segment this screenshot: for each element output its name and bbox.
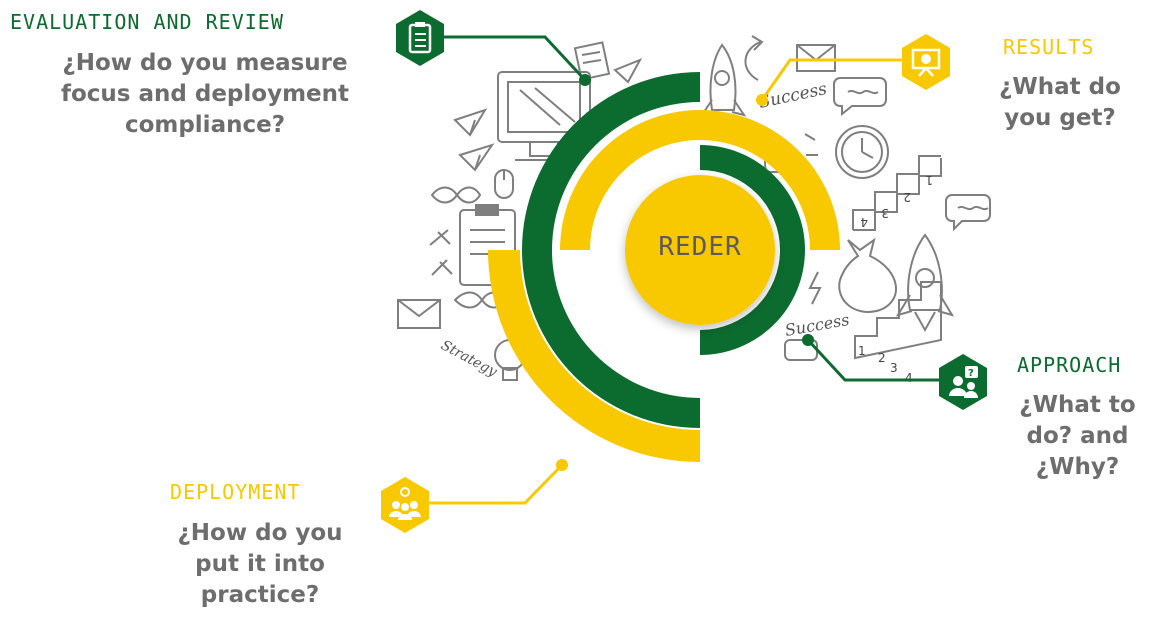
- clock-doodle-icon: [804, 125, 889, 179]
- question-line: compliance?: [124, 112, 286, 138]
- approach-question: ¿What to do? and ¿Why?: [1000, 390, 1155, 483]
- clipboard-checklist-icon: [396, 10, 444, 66]
- results-arc: [560, 110, 840, 250]
- stair-number: 3: [890, 361, 898, 375]
- stair-number: 2: [903, 190, 911, 204]
- presentation-board-icon: [902, 34, 950, 90]
- team-idea-icon: [381, 477, 429, 533]
- center-circle: [625, 175, 775, 325]
- reder-rings: [488, 72, 840, 462]
- svg-text:?: ?: [968, 368, 974, 379]
- rocket-doodle-icon: [895, 233, 955, 333]
- team-question-icon: ?: [939, 354, 987, 410]
- stair-number: 1: [925, 173, 933, 187]
- question-line: do? and: [1026, 423, 1129, 449]
- results-connector: [760, 58, 918, 101]
- stair-number: 4: [860, 215, 868, 229]
- question-line: ¿What do: [999, 74, 1121, 100]
- deployment-connector: [418, 463, 564, 505]
- doodle-success-top: Success: [757, 79, 829, 113]
- deployment-arc: [488, 250, 700, 462]
- question-line: ¿Why?: [1035, 454, 1120, 480]
- stair-number: 1: [858, 344, 866, 358]
- stairs-numbers: 1 2 3 4 1 2 3 4: [858, 173, 933, 385]
- deployment-label: DEPLOYMENT: [170, 480, 301, 504]
- rocket-doodle-icon: [699, 43, 747, 117]
- center-title: REDER: [658, 232, 742, 262]
- mouse-doodle-icon: [494, 169, 514, 199]
- pin-doodle-icon: [429, 229, 453, 276]
- question-line: put it into: [195, 551, 325, 577]
- results-label: RESULTS: [1003, 35, 1095, 59]
- stair-number: 2: [878, 351, 886, 365]
- arrow-doodle-icon: [744, 35, 764, 81]
- question-line: practice?: [200, 582, 320, 608]
- question-line: ¿What to: [1019, 392, 1136, 418]
- deployment-question: ¿How do you put it into practice?: [165, 518, 355, 611]
- question-line: ¿How do you measure: [62, 50, 348, 76]
- lightning-doodle-icon: [808, 271, 822, 305]
- evaluation-arc: [522, 72, 700, 428]
- stair-number: 4: [905, 371, 913, 385]
- note-doodle-icon: [573, 41, 611, 81]
- approach-connector: [806, 338, 948, 382]
- connectors: [418, 35, 948, 505]
- evaluation-label: EVALUATION AND REVIEW: [10, 10, 284, 34]
- question-line: you get?: [1004, 105, 1116, 131]
- evaluation-question: ¿How do you measure focus and deployment…: [60, 48, 350, 141]
- doodle-strategy: Strategy: [438, 337, 500, 380]
- money-bag-doodle-icon: [838, 237, 897, 313]
- speech-bubble-icon: [784, 77, 991, 361]
- envelope-doodle-icon: [397, 44, 836, 329]
- question-line: ¿How do you: [177, 520, 343, 546]
- doodle-success-bottom: Success: [783, 310, 850, 340]
- paper-plane-icon: [453, 58, 643, 172]
- stair-number: 3: [881, 206, 889, 220]
- approach-arc: [700, 145, 805, 355]
- evaluation-connector: [432, 35, 587, 82]
- question-line: focus and deployment: [60, 81, 350, 107]
- results-question: ¿What do you get?: [985, 72, 1135, 134]
- approach-label: APPROACH: [1017, 353, 1122, 377]
